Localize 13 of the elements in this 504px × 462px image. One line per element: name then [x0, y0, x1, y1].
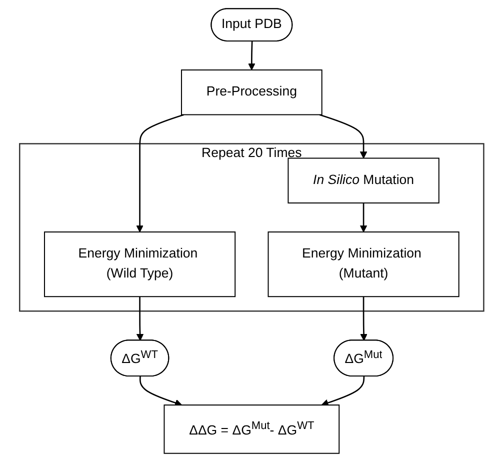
arrow: [136, 114, 184, 232]
arrow: [360, 296, 368, 341]
node-box: ΔΔG = ΔG$^{Mut}$- ΔG$^{WT}$: [164, 404, 340, 454]
node-box: In Silico Mutation: [288, 158, 440, 204]
node-box: Energy Minimization (Mutant): [268, 231, 460, 298]
node-box: Energy Minimization (Wild Type): [44, 231, 236, 298]
arrow: [248, 41, 256, 70]
arrow: [320, 114, 368, 159]
arrow: [322, 376, 365, 406]
arrow: [360, 202, 368, 232]
node-box: Pre-Processing: [181, 69, 323, 116]
arrow: [136, 296, 144, 341]
arrow: [140, 376, 182, 406]
